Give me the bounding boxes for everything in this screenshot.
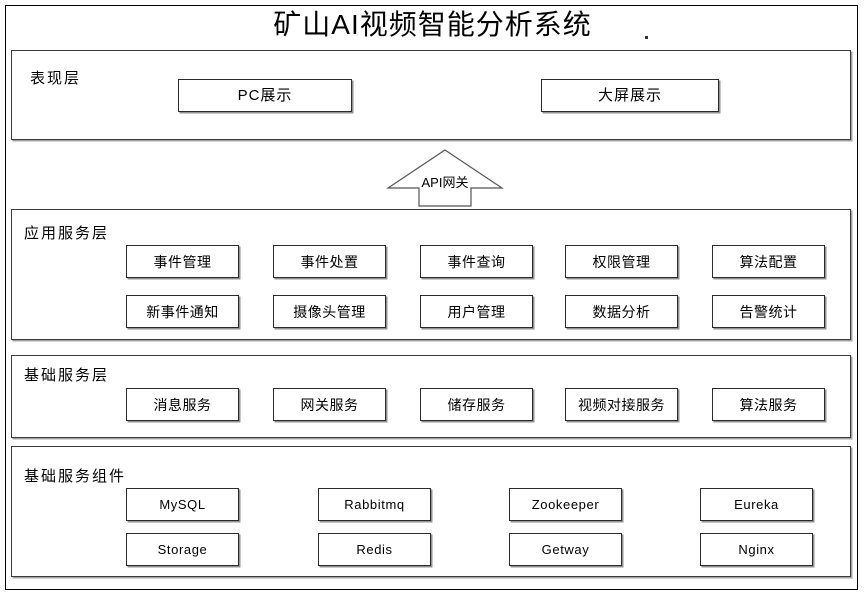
app-item-event-handling[interactable]: 事件处置 (273, 245, 386, 278)
basic-item-video-integration-service[interactable]: 视频对接服务 (565, 388, 678, 421)
app-item-camera-management[interactable]: 摄像头管理 (273, 295, 386, 328)
component-item-redis[interactable]: Redis (318, 533, 431, 566)
basic-item-gateway-service[interactable]: 网关服务 (273, 388, 386, 421)
component-item-rabbitmq[interactable]: Rabbitmq (318, 488, 431, 521)
app-item-alarm-statistics[interactable]: 告警统计 (712, 295, 825, 328)
api-gateway: API网关 (386, 148, 504, 208)
layer-label-presentation: 表现层 (30, 70, 82, 87)
layer-label-components: 基础服务组件 (24, 468, 127, 485)
app-item-algorithm-config[interactable]: 算法配置 (712, 245, 825, 278)
page-border (5, 5, 858, 590)
page-title: 矿山AI视频智能分析系统 (273, 9, 592, 40)
component-item-mysql[interactable]: MySQL (126, 488, 239, 521)
component-item-nginx[interactable]: Nginx (700, 533, 813, 566)
layer-label-application: 应用服务层 (24, 225, 110, 242)
layer-label-basic-service: 基础服务层 (24, 367, 110, 384)
component-item-getway[interactable]: Getway (509, 533, 622, 566)
basic-item-message-service[interactable]: 消息服务 (126, 388, 239, 421)
component-item-eureka[interactable]: Eureka (700, 488, 813, 521)
component-item-storage[interactable]: Storage (126, 533, 239, 566)
app-item-event-management[interactable]: 事件管理 (126, 245, 239, 278)
presentation-item-pc[interactable]: PC展示 (178, 79, 352, 112)
basic-item-algorithm-service[interactable]: 算法服务 (712, 388, 825, 421)
up-arrow-icon (386, 149, 504, 207)
layer-presentation (11, 50, 851, 140)
app-item-event-query[interactable]: 事件查询 (420, 245, 533, 278)
app-item-new-event-notification[interactable]: 新事件通知 (126, 295, 239, 328)
app-item-permission-management[interactable]: 权限管理 (565, 245, 678, 278)
presentation-item-bigscreen[interactable]: 大屏展示 (541, 79, 719, 112)
basic-item-storage-service[interactable]: 储存服务 (420, 388, 533, 421)
app-item-data-analysis[interactable]: 数据分析 (565, 295, 678, 328)
api-gateway-label: API网关 (421, 175, 469, 190)
app-item-user-management[interactable]: 用户管理 (420, 295, 533, 328)
title-decoration-dot (645, 36, 648, 39)
component-item-zookeeper[interactable]: Zookeeper (509, 488, 622, 521)
